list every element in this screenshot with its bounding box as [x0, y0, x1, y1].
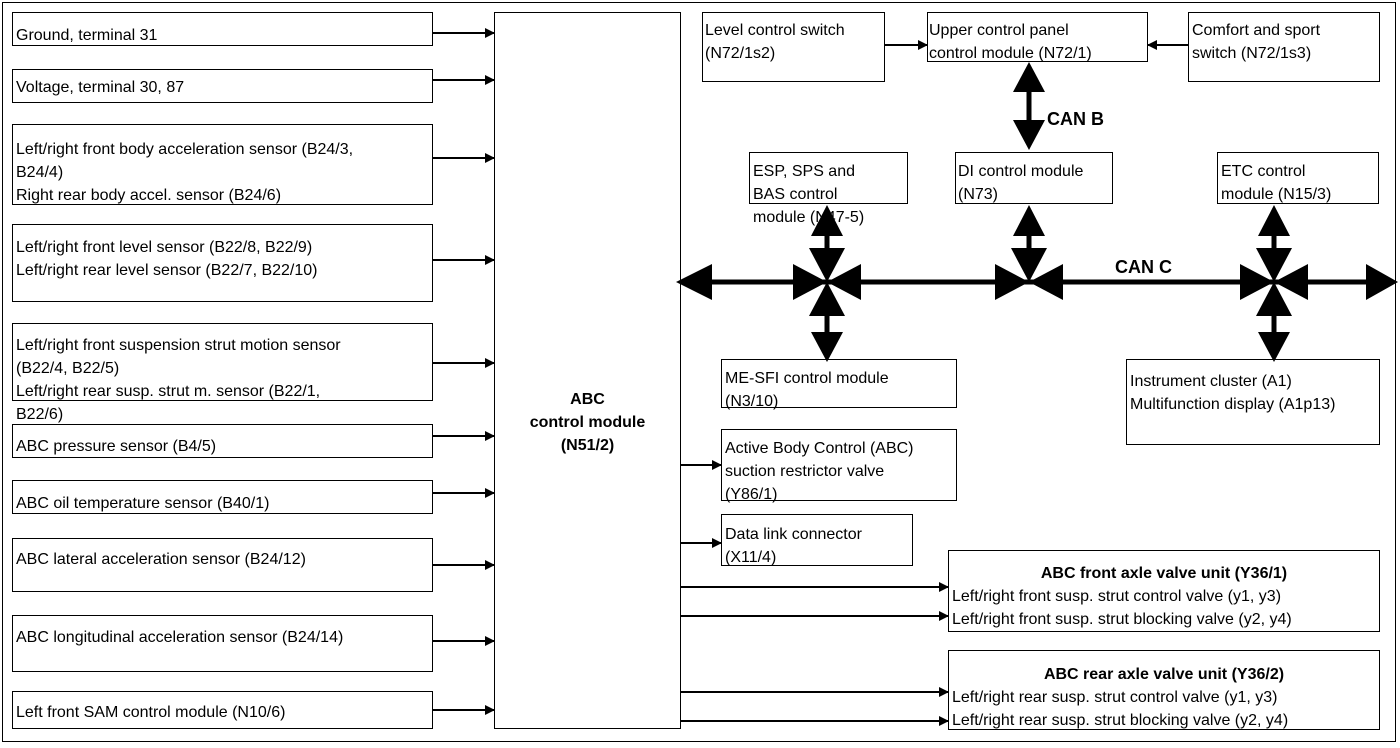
input-text: Left/right rear susp. strut m. sensor (B… — [16, 383, 321, 400]
input-box-strut-motion — [12, 323, 433, 401]
can-arrowheads — [676, 62, 1398, 362]
input-text: Left/right front level sensor (B22/8, B2… — [16, 239, 313, 256]
node-text: Upper control panel — [929, 22, 1069, 39]
node-text: Active Body Control (ABC) — [725, 440, 914, 457]
input-text: B22/6) — [16, 406, 64, 423]
node-text: module (N15/3) — [1221, 186, 1332, 203]
node-text: DI control module — [958, 163, 1084, 180]
input-label-level-sensor: Left/right front level sensor (B22/8, B2… — [16, 236, 318, 282]
input-text: Right rear body accel. sensor (B24/6) — [16, 187, 282, 204]
node-text: ETC control — [1221, 163, 1306, 180]
node-title: ABC front axle valve unit (Y36/1) — [1040, 565, 1288, 582]
node-text: ME-SFI control module — [725, 370, 889, 387]
input-label-longitudinal: ABC longitudinal acceleration sensor (B2… — [16, 626, 343, 649]
node-title: ABC rear axle valve unit (Y36/2) — [1043, 666, 1285, 683]
node-text: suction restrictor valve — [725, 463, 885, 480]
input-box-oil-temp — [12, 480, 433, 514]
data-link-connector-label: Data link connector (X11/4) — [725, 523, 862, 569]
comfort-switch-box — [1188, 12, 1380, 82]
input-label-ground: Ground, terminal 31 — [16, 24, 157, 47]
level-switch-label: Level control switch (N72/1s2) — [705, 19, 845, 65]
node-text: Multifunction display (A1p13) — [1130, 396, 1336, 413]
instrument-cluster-box — [1126, 359, 1380, 445]
node-text: control module (N72/1) — [929, 45, 1092, 62]
input-box-voltage — [12, 69, 433, 103]
can-c-label: CAN C — [1115, 257, 1172, 277]
input-label-body-accel: Left/right front body acceleration senso… — [16, 138, 353, 207]
input-text: ABC oil temperature sensor (B40/1) — [16, 495, 270, 512]
di-module-box — [955, 152, 1113, 204]
data-link-connector-box — [721, 514, 913, 566]
input-label-sam: Left front SAM control module (N10/6) — [16, 701, 285, 724]
upper-panel-box — [927, 12, 1148, 62]
node-text: Left/right rear susp. strut control valv… — [952, 689, 1278, 706]
input-box-body-accel — [12, 124, 433, 205]
di-module-label: DI control module (N73) — [958, 160, 1083, 206]
node-text: module (N47-5) — [753, 209, 865, 226]
node-text: Level control switch — [705, 22, 845, 39]
can-b-label: CAN B — [1047, 109, 1104, 129]
front-axle-valve-title: ABC front axle valve unit (Y36/1) — [948, 562, 1380, 585]
abc-module-text: ABC — [570, 391, 605, 408]
node-text: Instrument cluster (A1) — [1130, 373, 1292, 390]
node-text: (Y86/1) — [725, 486, 778, 503]
input-text: Ground, terminal 31 — [16, 27, 158, 44]
input-box-pressure — [12, 424, 433, 458]
node-text: ESP, SPS and — [753, 163, 855, 180]
abc-module-text: (N51/2) — [560, 437, 615, 454]
abc-control-module-label: ABC control module (N51/2) — [494, 388, 681, 457]
esp-module-label: ESP, SPS and BAS control module (N47-5) — [753, 160, 864, 229]
node-text: Data link connector — [725, 526, 862, 543]
input-text: Left/right front suspension strut motion… — [16, 337, 341, 354]
node-text: (N73) — [958, 186, 999, 203]
node-text: switch (N72/1s3) — [1192, 45, 1312, 62]
rear-axle-valve-label: Left/right rear susp. strut control valv… — [952, 686, 1288, 732]
instrument-cluster-label: Instrument cluster (A1) Multifunction di… — [1130, 370, 1335, 416]
front-axle-valve-label: Left/right front susp. strut control val… — [952, 585, 1292, 631]
node-text: Left/right front susp. strut blocking va… — [952, 611, 1292, 628]
input-box-ground — [12, 12, 433, 46]
abc-module-text: control module — [529, 414, 646, 431]
input-text: B24/4) — [16, 164, 64, 181]
etc-module-label: ETC control module (N15/3) — [1221, 160, 1331, 206]
node-text: Comfort and sport — [1192, 22, 1321, 39]
abc-control-module-box — [494, 12, 681, 729]
node-text: Left/right front susp. strut control val… — [952, 588, 1282, 605]
front-axle-valve-box — [948, 550, 1380, 632]
me-sfi-module-box — [721, 359, 957, 408]
input-text: Left/right rear level sensor (B22/7, B22… — [16, 262, 318, 279]
node-text: Left/right rear susp. strut blocking val… — [952, 712, 1289, 729]
input-text: ABC longitudinal acceleration sensor (B2… — [16, 629, 344, 646]
rear-axle-valve-box — [948, 650, 1380, 730]
input-text: (B22/4, B22/5) — [16, 360, 120, 377]
input-text: ABC lateral acceleration sensor (B24/12) — [16, 551, 306, 568]
level-switch-box — [702, 12, 885, 82]
input-label-pressure: ABC pressure sensor (B4/5) — [16, 435, 216, 458]
input-text: Voltage, terminal 30, 87 — [16, 79, 185, 96]
comfort-switch-label: Comfort and sport switch (N72/1s3) — [1192, 19, 1320, 65]
input-label-oil-temp: ABC oil temperature sensor (B40/1) — [16, 492, 269, 515]
input-box-longitudinal — [12, 615, 433, 672]
input-label-voltage: Voltage, terminal 30, 87 — [16, 76, 184, 99]
node-text: (N72/1s2) — [705, 45, 776, 62]
input-text: Left/right front body acceleration senso… — [16, 141, 354, 158]
node-text: (X11/4) — [725, 549, 777, 566]
input-text: ABC pressure sensor (B4/5) — [16, 438, 217, 455]
input-text: Left front SAM control module (N10/6) — [16, 704, 286, 721]
rear-axle-valve-title: ABC rear axle valve unit (Y36/2) — [948, 663, 1380, 686]
node-text: BAS control — [753, 186, 838, 203]
me-sfi-module-label: ME-SFI control module (N3/10) — [725, 367, 889, 413]
input-box-sam — [12, 691, 433, 729]
input-box-level-sensor — [12, 224, 433, 302]
etc-module-box — [1217, 152, 1379, 204]
input-label-strut-motion: Left/right front suspension strut motion… — [16, 334, 341, 426]
suction-valve-label: Active Body Control (ABC) suction restri… — [725, 437, 914, 506]
input-box-lateral — [12, 538, 433, 592]
node-text: (N3/10) — [725, 393, 779, 410]
upper-panel-label: Upper control panel control module (N72/… — [929, 19, 1092, 65]
input-label-lateral: ABC lateral acceleration sensor (B24/12) — [16, 548, 306, 571]
esp-module-box — [749, 152, 908, 204]
